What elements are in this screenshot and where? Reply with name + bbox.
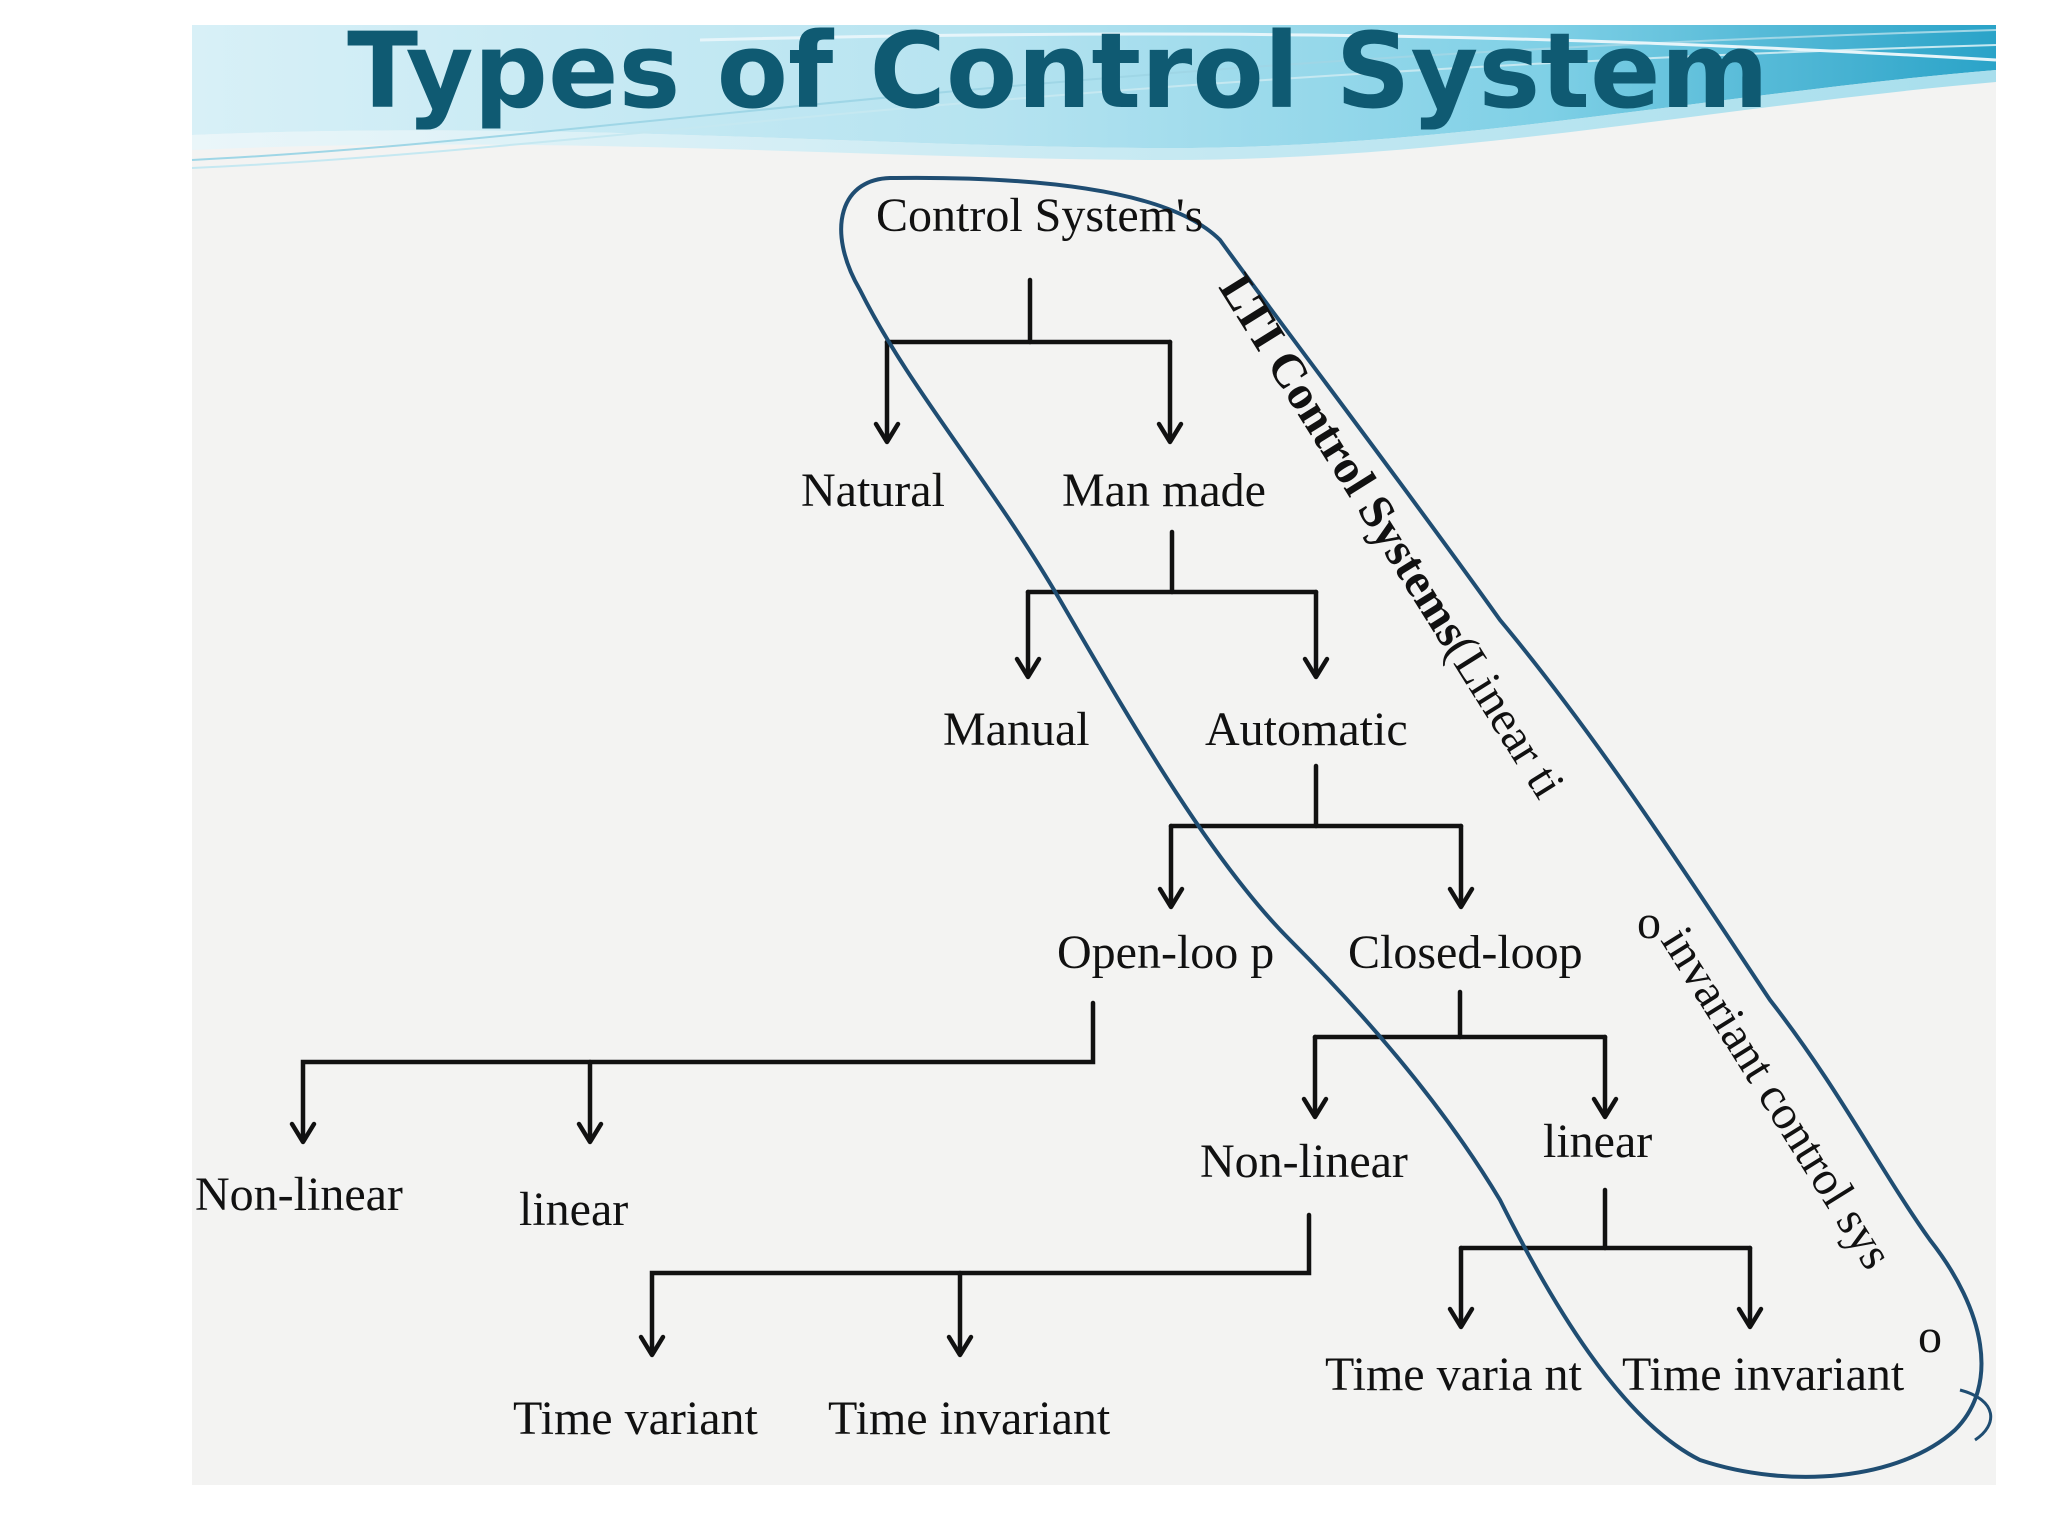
slide-background [192,25,1996,1485]
lti-annotation-bold: LTI Control Systems [1209,265,1480,655]
page-title: Types of Control System [347,10,1769,132]
arrow-nl-time-invariant [946,1334,974,1358]
lti-annotation-paren: (Linear ti [1435,627,1575,808]
node-manual: Manual [943,703,1090,756]
tree-labels: Control System's Natural Man made Manual… [195,189,1905,1445]
node-lin-time-variant: Time varia nt [1325,1348,1583,1401]
lti-stray-o1: o [1637,896,1661,949]
arrow-automatic [1302,656,1330,680]
tree-lines [300,277,1753,1356]
node-root: Control System's [876,189,1203,242]
node-closed-nonlinear: Non-linear [1200,1135,1408,1188]
node-open-loop: Open-loo p [1057,926,1274,979]
header-banner [191,25,1997,169]
arrow-lin-time-invariant [1736,1306,1764,1330]
arrow-closed-nonlinear [1301,1096,1329,1120]
lti-annotation: LTI Control Systems(Linear ti o invarian… [1209,265,1942,1363]
node-automatic: Automatic [1205,703,1408,756]
arrow-lin-time-variant [1447,1306,1475,1330]
closed-nonlinear-connector [649,1212,1312,1356]
lti-loop-tail [1959,1388,1993,1442]
node-man-made: Man made [1062,464,1266,517]
open-loop-connector [300,1000,1096,1143]
arrow-natural [873,421,901,445]
arrow-nl-time-variant [638,1334,666,1358]
arrow-open-loop [1157,886,1185,910]
arrow-closed-loop [1447,886,1475,910]
node-closed-loop: Closed-loop [1348,926,1583,979]
lti-annotation-rest: invariant control sys [1651,918,1904,1278]
arrow-open-linear [576,1121,604,1145]
arrowheads [289,421,1764,1358]
arrow-man-made [1156,421,1184,445]
node-open-nonlinear: Non-linear [195,1168,403,1221]
arrow-open-nonlinear [289,1121,317,1145]
node-natural: Natural [801,464,945,517]
lti-stray-o2: o [1918,1310,1942,1363]
node-open-linear: linear [519,1183,628,1236]
node-lin-time-invariant: Time invariant [1622,1348,1905,1401]
node-closed-linear: linear [1543,1115,1652,1168]
arrow-manual [1014,656,1042,680]
arrow-closed-linear [1591,1096,1619,1120]
lti-highlight-loop [839,175,1984,1479]
node-nl-time-invariant: Time invariant [828,1392,1111,1445]
node-nl-time-variant: Time variant [513,1392,759,1445]
